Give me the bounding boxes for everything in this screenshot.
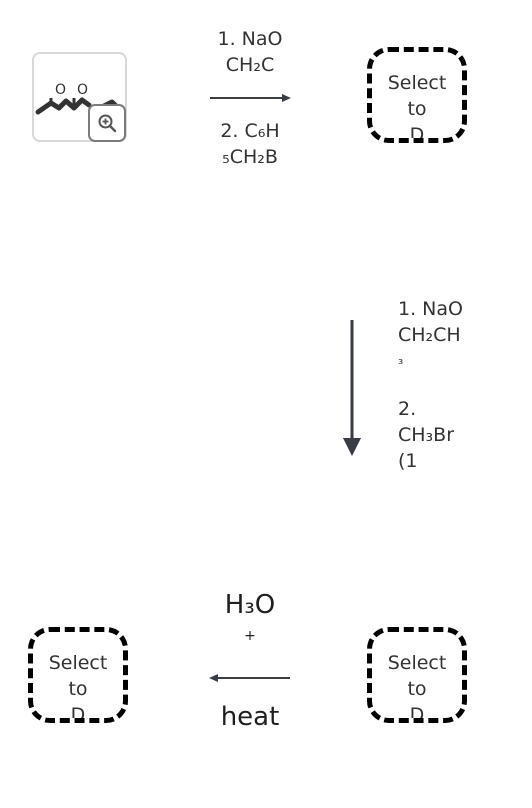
product-target-1[interactable]: Select to D (367, 47, 467, 143)
step2-reagent-line2: CH₂CH (398, 324, 461, 346)
step2-reagent-line3: ₃ (398, 353, 404, 368)
step3-reagent-hydronium: H₃O (200, 590, 300, 620)
target-2-label-line3: D (409, 704, 425, 723)
zoom-button[interactable] (88, 104, 126, 142)
step1-reagents-bottom: 2. C₆H ₅CH₂B (205, 118, 295, 170)
step2-reagent-line4: 2. (398, 398, 417, 420)
final-target-label-line2: to (68, 678, 88, 700)
final-target-label-line3: D (70, 704, 86, 723)
target-1-label-line3: D (409, 124, 425, 143)
step3-reagent-line1: H₃O (224, 590, 276, 620)
final-product-target-label: Select to D (33, 650, 123, 723)
step3-reagent-plus: + (244, 628, 256, 644)
oxygen-label-2: O (77, 82, 88, 98)
step1-reagent-line1: 1. NaO (217, 28, 283, 50)
step1-reagent-line4: ₅CH₂B (222, 146, 278, 168)
step1-reagent-line2: CH₂C (225, 54, 275, 76)
product-target-2-label: Select to D (372, 650, 462, 723)
step3-reaction-arrow (209, 674, 290, 682)
step1-reagents-top: 1. NaO CH₂C (205, 26, 295, 78)
target-2-label-line1: Select (387, 652, 447, 674)
final-product-target[interactable]: Select to D (28, 627, 128, 723)
step3-reagent-heat: heat (220, 702, 280, 732)
step2-reagent-line6: (1 (398, 450, 418, 472)
step2-reagents: 1. NaO CH₂CH ₃ 2. CH₃Br (1 (398, 296, 508, 474)
step2-reagent-line5: CH₃Br (398, 424, 455, 446)
target-1-label-line1: Select (387, 72, 447, 94)
step2-reagent-line1: 1. NaO (398, 298, 463, 320)
step1-reaction-arrow (210, 94, 291, 102)
step1-reagent-line3: 2. C₆H (220, 120, 280, 142)
product-target-2[interactable]: Select to D (367, 627, 467, 723)
target-2-label-line2: to (407, 678, 427, 700)
product-target-1-label: Select to D (372, 70, 462, 143)
oxygen-label-1: O (55, 82, 66, 98)
zoom-in-icon (98, 114, 117, 133)
target-1-label-line2: to (407, 98, 427, 120)
step2-reaction-arrow (343, 320, 361, 456)
final-target-label-line1: Select (48, 652, 108, 674)
